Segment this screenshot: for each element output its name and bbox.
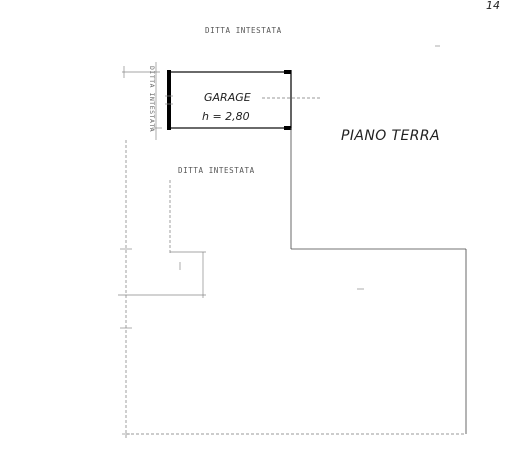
left-dimension-marks (118, 248, 206, 435)
top-neighbor-label: DITTA INTESTATA (205, 26, 282, 35)
garage-name-label: GARAGE (204, 91, 251, 104)
left-neighbor-label: DITTA INTESTATA (148, 66, 156, 132)
floor-title: PIANO TERRA (341, 128, 440, 144)
right-neighbor-label: DITTA INTESTATA (178, 166, 255, 175)
garage-room (165, 70, 292, 130)
page-number: 14 (486, 0, 500, 12)
garage-height-label: h = 2,80 (202, 110, 250, 123)
ground-floor-outline (125, 128, 467, 440)
